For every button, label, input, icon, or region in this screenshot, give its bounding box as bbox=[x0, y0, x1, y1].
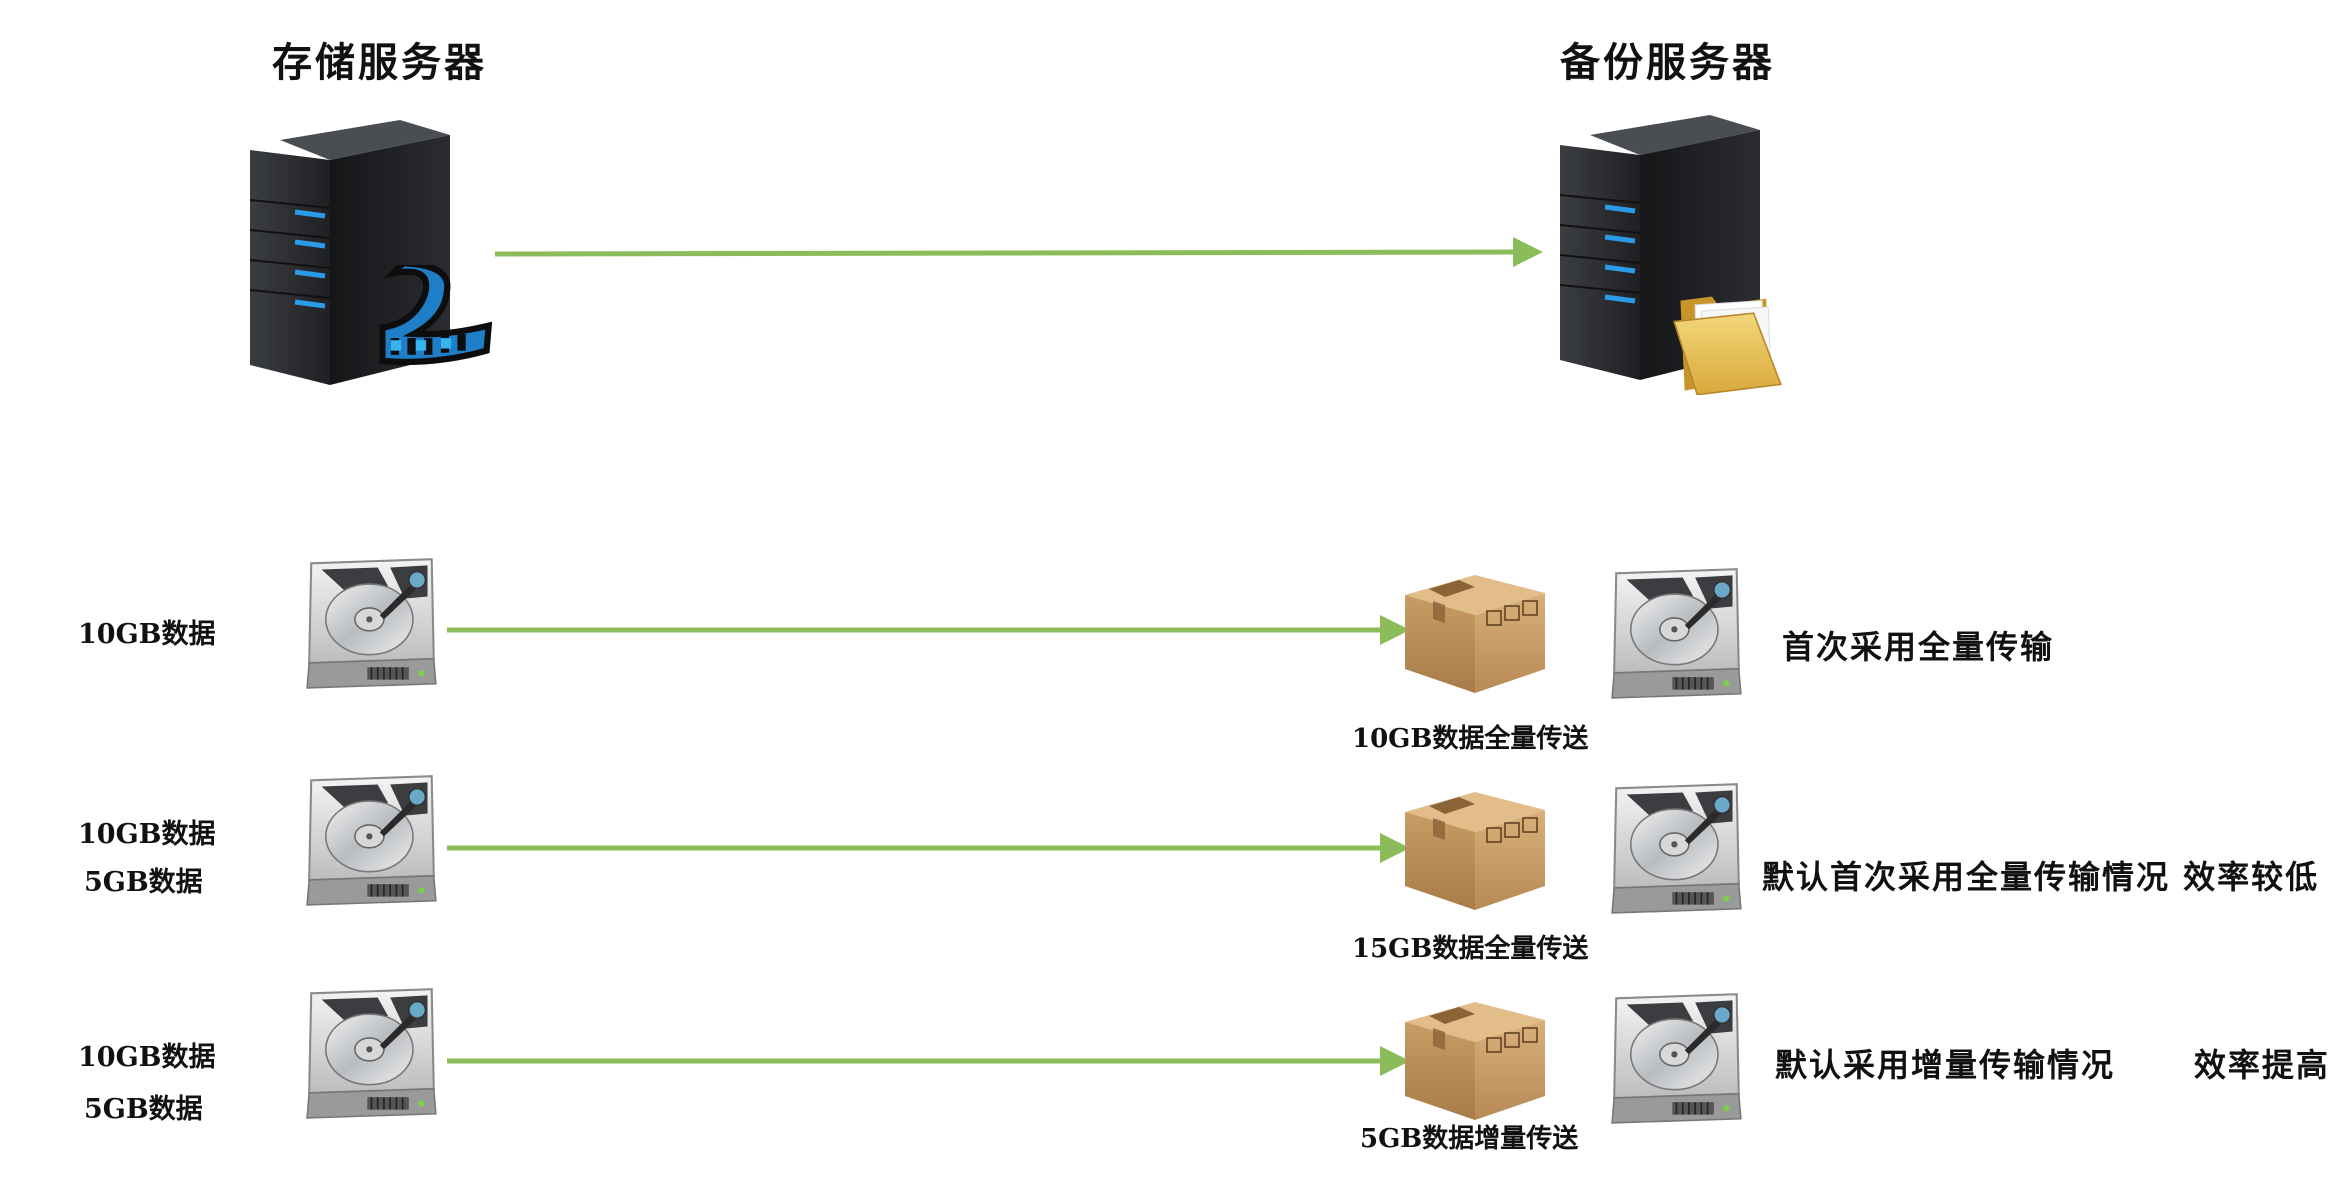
row3-target-drive-icon bbox=[1611, 993, 1742, 1124]
row1-source-drive-icon bbox=[306, 558, 437, 689]
row3-note: 默认采用增量传输情况 效率提高 bbox=[1775, 1046, 2330, 1084]
row3-source-label-1: 10GB数据 bbox=[78, 1042, 216, 1073]
row2-transfer-caption: 15GB数据全量传送 bbox=[1352, 934, 1589, 964]
row2-target-drive-icon bbox=[1611, 783, 1742, 914]
server-transfer-arrow bbox=[494, 237, 1543, 268]
row1-note: 首次采用全量传输 bbox=[1782, 628, 2055, 666]
row2-source-drive-icon bbox=[306, 775, 437, 906]
row2-note: 默认首次采用全量传输情况 效率较低 bbox=[1762, 858, 2320, 896]
row1-target-drive-icon bbox=[1611, 568, 1742, 699]
row3-source-drive-icon bbox=[306, 988, 437, 1119]
row1-package-icon bbox=[1405, 574, 1545, 694]
row3-transfer-caption: 5GB数据增量传送 bbox=[1360, 1124, 1579, 1154]
storage-server-label: 存储服务器 bbox=[272, 39, 487, 86]
row2-source-label-2: 5GB数据 bbox=[84, 867, 203, 898]
row1-transfer-caption: 10GB数据全量传送 bbox=[1352, 724, 1589, 754]
row3-package-icon bbox=[1405, 1001, 1545, 1121]
row2-source-label-1: 10GB数据 bbox=[78, 819, 216, 850]
backup-server-label: 备份服务器 bbox=[1560, 39, 1775, 86]
row3-source-label-2: 5GB数据 bbox=[84, 1094, 203, 1125]
row2-package-icon bbox=[1405, 791, 1545, 911]
row1-source-label-1: 10GB数据 bbox=[78, 619, 216, 650]
